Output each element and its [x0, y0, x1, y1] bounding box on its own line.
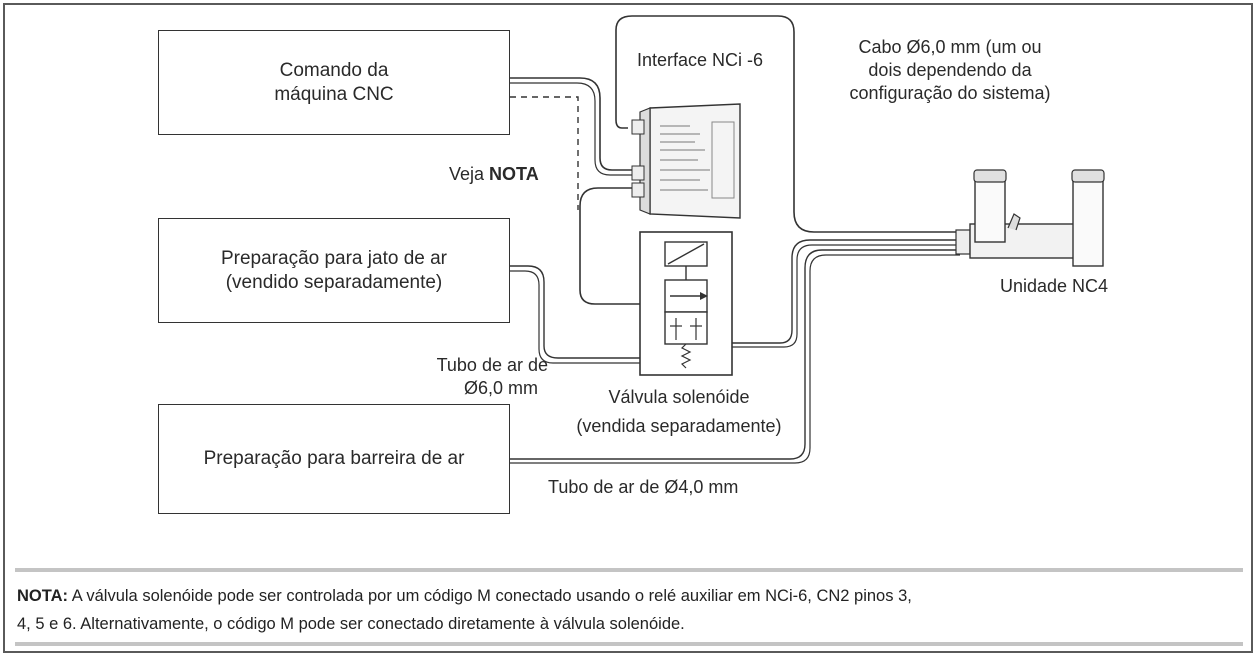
interface-label: Interface NCi -6 [637, 50, 764, 70]
cable-label-line2: dois dependendo da [868, 60, 1032, 80]
note-top-rule [15, 568, 1243, 572]
interface-module-icon [631, 103, 741, 219]
air-barrier-tube [510, 249, 960, 460]
figure-frame [3, 3, 1253, 653]
valve-label-line2: (vendida separadamente) [576, 416, 782, 436]
solenoid-valve-icon [639, 231, 733, 376]
note-bottom-rule [15, 642, 1243, 646]
air-jet-box-line1: Preparação para jato de ar [220, 247, 448, 269]
note-line1: NOTA: A válvula solenóide pode ser contr… [17, 582, 1237, 610]
air-barrier-box: Preparação para barreira de ar [158, 404, 510, 514]
valve-label-line1: Válvula solenóide [608, 387, 750, 407]
valve-output-tube [732, 239, 960, 344]
air-jet-box: Preparação para jato de ar (vendido sepa… [158, 218, 510, 323]
cnc-control-box: Comando da máquina CNC [158, 30, 510, 135]
tube-6mm-line1: Tubo de ar de [436, 355, 548, 375]
valve-label: Válvula solenóide (vendida separadamente… [556, 386, 802, 438]
air-barrier-box-label: Preparação para barreira de ar [203, 448, 465, 469]
tube-4mm-label: Tubo de ar de Ø4,0 mm [548, 477, 739, 497]
cable-label: Cabo Ø6,0 mm (um ou dois dependendo da c… [820, 36, 1080, 105]
air-jet-box-line2: (vendido separadamente) [225, 271, 443, 293]
see-note-bold: NOTA [489, 164, 539, 184]
note-bold: NOTA: [17, 587, 69, 605]
valve-control-cable [579, 187, 650, 305]
dashed-note-line [510, 96, 579, 210]
note-text: NOTA: A válvula solenóide pode ser contr… [17, 582, 1237, 638]
cable-label-line3: configuração do sistema) [849, 83, 1051, 103]
note-line1-text: A válvula solenóide pode ser controlada … [68, 587, 912, 605]
tube-6mm-label: Tubo de ar de Ø6,0 mm [418, 354, 548, 400]
nc4-unit-label: Unidade NC4 [1000, 276, 1109, 296]
cable-label-line1: Cabo Ø6,0 mm (um ou [858, 37, 1042, 57]
nc4-unit-icon [955, 169, 1105, 267]
tube-6mm-line2: Ø6,0 mm [463, 378, 538, 398]
note-line2: 4, 5 e 6. Alternativamente, o código M p… [17, 615, 685, 633]
see-note-label: Veja NOTA [449, 163, 539, 186]
air-jet-tube [510, 265, 640, 359]
cnc-cable [510, 77, 650, 171]
cnc-box-line2: máquina CNC [274, 83, 394, 105]
cnc-box-line1: Comando da [279, 59, 389, 81]
see-note-prefix: Veja [449, 164, 490, 184]
interface-cable [615, 15, 960, 233]
